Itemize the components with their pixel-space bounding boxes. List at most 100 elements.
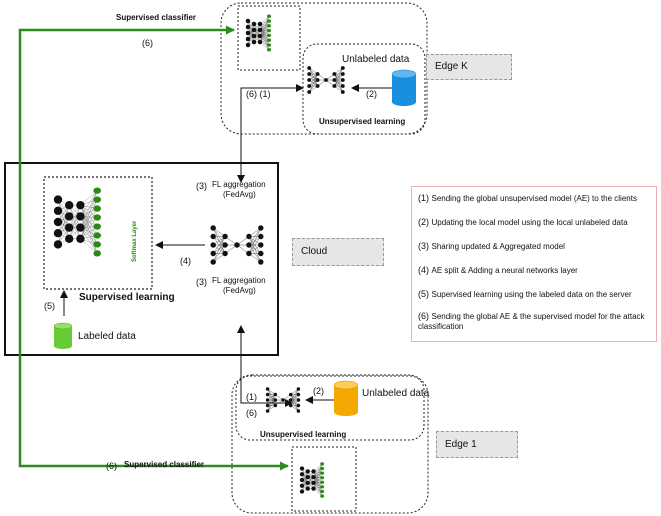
supervised-network-cloud [53, 187, 101, 257]
legend-item-number: (2) [418, 217, 432, 227]
agg-top-num: (3) [196, 181, 207, 191]
nn-node [257, 33, 263, 39]
nn-node [305, 474, 310, 480]
nn-node [288, 392, 293, 397]
softmax-node [93, 196, 101, 203]
nn-node [288, 398, 293, 402]
nn-node [299, 489, 305, 494]
nn-node [258, 250, 264, 257]
nn-node [340, 90, 345, 94]
softmax-node [266, 38, 272, 42]
legend-item-text: Sending the global AE & the supervised m… [418, 312, 645, 331]
nn-node [246, 233, 252, 240]
nn-connection [80, 190, 98, 217]
edge-k-boundary [220, 2, 428, 135]
nn-connection [313, 468, 323, 489]
nn-connection [80, 205, 98, 236]
nn-node [76, 223, 85, 232]
arrow-cloud-to-edge-1 [240, 326, 293, 407]
nn-node [53, 240, 63, 249]
nn-node [76, 201, 85, 210]
nn-node [273, 392, 278, 397]
softmax-node [266, 28, 272, 33]
nn-connection [247, 23, 255, 40]
nn-connection [290, 388, 299, 401]
nn-node [299, 472, 305, 477]
softmax-node [266, 48, 272, 52]
nn-node [65, 223, 74, 232]
nn-node [288, 403, 293, 408]
nn-connection [290, 394, 299, 406]
nn-connection [313, 463, 323, 478]
softmax-node [320, 485, 325, 489]
nn-node [65, 234, 74, 243]
nn-node [315, 72, 320, 76]
nn-connection [267, 399, 276, 412]
nn-connection [248, 227, 261, 246]
edge-k-step-2: (2) [366, 89, 377, 99]
edge-1-learning-label: Unsupervised learning [260, 430, 347, 439]
nn-connection [313, 472, 323, 483]
nn-node [332, 78, 337, 82]
legend-item-number: (1) [418, 193, 432, 203]
nn-node [265, 409, 270, 413]
nn-node [258, 259, 264, 265]
edge-1-step-1: (1) [246, 392, 257, 402]
nn-node [324, 78, 328, 82]
nn-node [315, 78, 320, 82]
legend-item-number: (6) [418, 311, 432, 321]
nn-node [296, 398, 301, 402]
softmax-node [320, 494, 325, 498]
agg-bottom-line1: FL aggregation [212, 276, 266, 285]
nn-connection [259, 16, 270, 37]
nn-node [76, 212, 85, 221]
nn-connection [267, 394, 276, 406]
database-orange-icon [333, 380, 359, 416]
nn-node [65, 201, 74, 210]
legend-item: (1) Sending the global unsupervised mode… [418, 193, 656, 204]
nn-node [307, 78, 312, 82]
nn-node [273, 398, 278, 402]
legend-item: (4) AE split & Adding a neural networks … [418, 265, 656, 276]
edge-1-boundary [231, 374, 429, 514]
edge-k-learning-label: Unsupervised learning [319, 117, 406, 126]
nn-connection [80, 205, 98, 245]
nn-connection [259, 20, 270, 37]
legend-item-text: Updating the local model using the local… [431, 218, 628, 227]
arrow-cloud-to-edge-k [240, 84, 304, 150]
legend-item-number: (5) [418, 289, 432, 299]
legend-item-number: (4) [418, 265, 432, 275]
nn-connection [334, 73, 343, 87]
nn-connection [334, 67, 343, 87]
nn-connection [313, 471, 323, 483]
autoencoder-cloud [210, 225, 264, 265]
nn-connection [309, 73, 318, 93]
edge-1-classifier-step: (6) [106, 461, 117, 471]
nn-connection [80, 190, 98, 228]
nn-connection [259, 30, 270, 43]
nn-node [307, 66, 312, 70]
nn-connection [313, 471, 323, 487]
edge-1-tag: Edge 1 [436, 431, 518, 458]
nn-node [246, 250, 252, 257]
softmax-node [320, 489, 325, 494]
nn-node [305, 480, 310, 486]
softmax-node [266, 24, 272, 28]
autoencoder-edge-k [307, 66, 345, 94]
nn-connection [80, 216, 98, 254]
supervised-network-edge-k [245, 14, 272, 52]
nn-connection [301, 471, 308, 486]
nn-node [265, 398, 270, 402]
nn-connection [309, 79, 318, 93]
nn-connection [259, 20, 270, 43]
edge-k-classifier-box [237, 5, 301, 71]
nn-connection [57, 216, 70, 245]
softmax-node [93, 205, 101, 212]
nn-node [245, 24, 251, 30]
nn-node [251, 27, 257, 33]
nn-node [265, 387, 270, 391]
softmax-node [93, 232, 101, 239]
nn-node [340, 72, 345, 76]
edge-1-step-2: (2) [313, 386, 324, 396]
nn-node [76, 234, 85, 243]
